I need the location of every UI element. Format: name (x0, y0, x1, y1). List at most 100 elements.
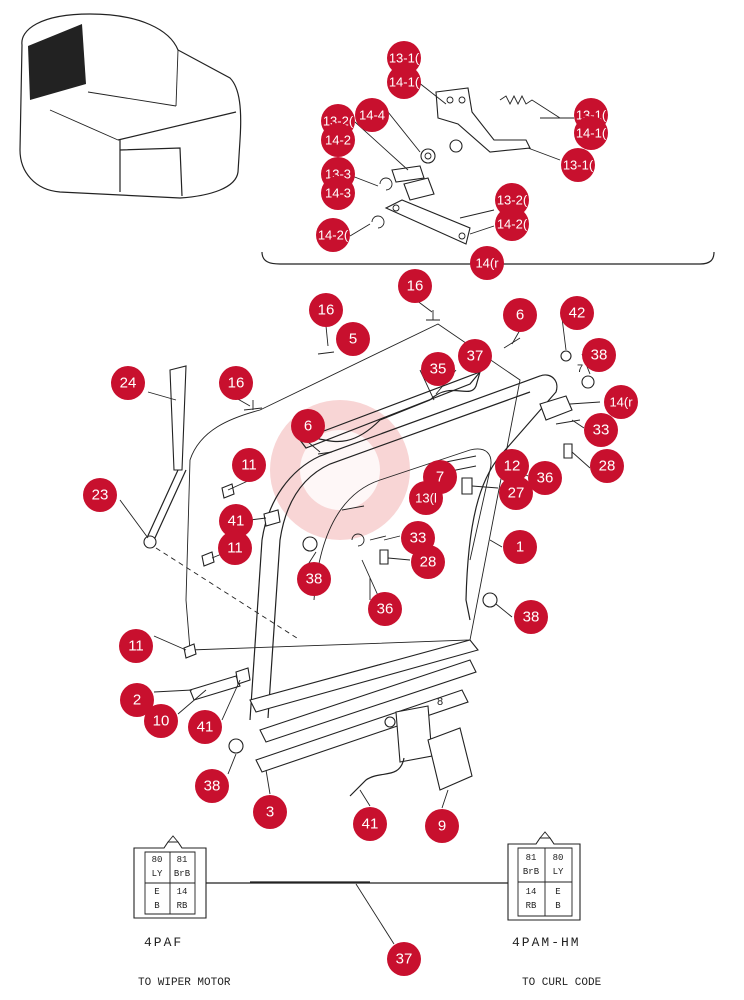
callout-badge (584, 413, 618, 447)
inline-labels: 87 (437, 363, 583, 708)
callout-badge (561, 148, 595, 182)
callout-badge (470, 246, 504, 280)
callout-badge (321, 176, 355, 210)
callout-label: 5 (349, 331, 357, 348)
connector-right-cell-0-pin: 81 (526, 853, 537, 863)
connector-right-cell-3-color: B (555, 901, 561, 911)
callout-label: 7 (436, 469, 444, 486)
callout-label: 11 (128, 638, 144, 655)
callout-label: 1 (516, 539, 524, 556)
callout-badge (144, 704, 178, 738)
callout-c31: 28 (590, 449, 624, 483)
callout-c30: 36 (528, 461, 562, 495)
callout-c41: 38 (297, 562, 331, 596)
callout-badge (218, 531, 252, 565)
connector-left-destination: TO WIPER MOTOR (138, 977, 231, 989)
callout-label: 38 (523, 609, 540, 626)
callout-label: 11 (227, 540, 243, 557)
callout-badge (409, 481, 443, 515)
connector-4paf: 80 LY 81 BrB E B 14 RB 4PAF TO WIPER MOT… (133, 835, 231, 989)
callout-c28: 11 (232, 448, 266, 482)
callout-badge (387, 942, 421, 976)
callout-label: 38 (204, 778, 221, 795)
cab-thumbnail (19, 13, 242, 199)
connector-right-cell-1-pin: 80 (553, 853, 564, 863)
callout-c5: 14-2 (321, 123, 355, 157)
callout-label: 42 (569, 305, 586, 322)
callout-badge (387, 41, 421, 75)
callout-label: 28 (599, 458, 616, 475)
callout-badge (495, 183, 529, 217)
connector-left-cell-2-color: B (154, 901, 160, 911)
callout-label: 14-2( (497, 217, 528, 232)
callout-c2: 14-1( (387, 65, 421, 99)
callout-label: 33 (593, 422, 610, 439)
callout-badge (297, 562, 331, 596)
watermark-logo (270, 400, 410, 540)
callout-label: 14-3 (325, 186, 351, 201)
callout-c46: 10 (144, 704, 178, 738)
callout-badge (604, 385, 638, 419)
callout-c27: 6 (291, 409, 325, 443)
callout-c17: 5 (336, 322, 370, 356)
callout-c48: 38 (195, 769, 229, 803)
callout-badge (219, 504, 253, 538)
callout-c10: 14-3 (321, 176, 355, 210)
callout-badge (514, 600, 548, 634)
callout-c7: 14-1( (574, 116, 608, 150)
callout-c36: 41 (219, 504, 253, 538)
callout-badge (503, 298, 537, 332)
callout-badge (421, 352, 455, 386)
callout-label: 33 (410, 530, 427, 547)
callout-c14: 14(r (470, 246, 504, 280)
connector-left-cell-0-pin: 80 (152, 855, 163, 865)
callout-label: 14-1( (576, 126, 607, 141)
callout-badge (321, 123, 355, 157)
callout-badge (560, 296, 594, 330)
connector-right-cell-2-pin: 14 (526, 887, 537, 897)
callout-badge (188, 710, 222, 744)
callout-label: 35 (430, 361, 447, 378)
connector-4pam-hm: 81 BrB 80 LY 14 RB E B 4PAM-HM TO CURL C… (507, 831, 602, 989)
callout-c20: 38 (582, 338, 616, 372)
callout-label: 27 (508, 485, 525, 502)
callouts: 13-1(14-1(13-2(14-414-213-1(14-1(13-1(13… (83, 41, 638, 976)
callout-label: 12 (504, 458, 521, 475)
callout-label: 37 (467, 348, 484, 365)
callout-label: 16 (407, 278, 424, 295)
callout-c38: 11 (218, 531, 252, 565)
callout-badge (353, 807, 387, 841)
callout-label: 2 (133, 692, 141, 709)
callout-badge (232, 448, 266, 482)
callout-c26: 33 (584, 413, 618, 447)
callout-c43: 38 (514, 600, 548, 634)
callout-c45: 2 (120, 683, 154, 717)
callout-label: 24 (120, 375, 137, 392)
callout-label: 16 (228, 375, 245, 392)
callout-c16: 16 (309, 293, 343, 327)
callout-c4: 14-4 (355, 98, 389, 132)
callout-badge (219, 366, 253, 400)
callout-label: 14-2 (325, 133, 351, 148)
callout-c52: 37 (387, 942, 421, 976)
callout-c19: 42 (560, 296, 594, 330)
callout-label: 6 (304, 418, 312, 435)
callout-label: 9 (438, 818, 446, 835)
callout-badge (83, 478, 117, 512)
callout-c39: 1 (503, 530, 537, 564)
callout-badge (590, 449, 624, 483)
callout-label: 10 (153, 713, 170, 730)
callout-label: 14-4 (359, 108, 385, 123)
connector-right-cell-0-color: BrB (523, 867, 540, 877)
callout-label: 13(l (415, 491, 437, 506)
wiring-harness: 80 LY 81 BrB E B 14 RB 4PAF TO WIPER MOT… (133, 831, 602, 989)
callout-c51: 9 (425, 809, 459, 843)
callout-badge (253, 795, 287, 829)
callout-label: 13-2( (497, 193, 528, 208)
inline-label-lbl-7: 7 (577, 363, 583, 375)
callout-badge (528, 461, 562, 495)
connector-right-cell-3-pin: E (555, 887, 560, 897)
callout-label: 3 (266, 804, 274, 821)
connector-right-name: 4PAM-HM (512, 935, 581, 950)
callout-label: 13-1( (563, 158, 594, 173)
